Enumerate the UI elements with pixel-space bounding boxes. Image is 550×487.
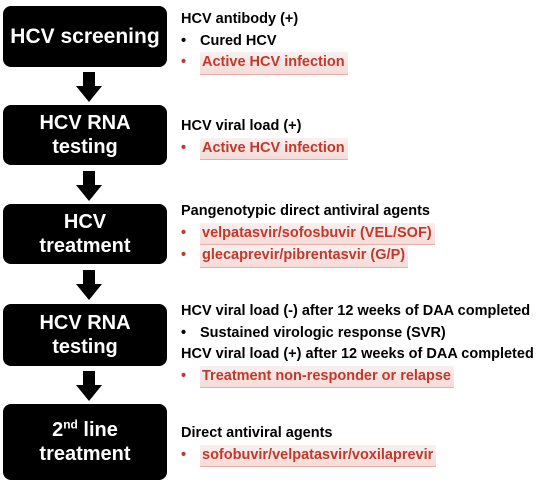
step-label-line-2: testing [52, 136, 118, 158]
ordinal-number: 2 [52, 419, 64, 441]
step-label-line-1: 2nd line [39, 418, 130, 442]
list-item-text: sofobuvir/velpatasvir/voxilaprevir [200, 444, 437, 467]
info-block-rna-testing-2: HCV viral load (-) after 12 weeks of DAA… [181, 301, 549, 388]
arrow-down-icon [76, 270, 102, 300]
info-heading: HCV viral load (+) [181, 118, 302, 134]
list-item: • Treatment non-responder or relapse [181, 365, 549, 388]
bullet-icon: • [181, 32, 187, 49]
step-label: HCV screening [10, 24, 160, 48]
list-item-text: Sustained virologic response (SVR) [200, 324, 446, 341]
bullet-icon: • [181, 247, 187, 263]
info-heading: Direct antiviral agents [181, 425, 333, 441]
list-item-text: velpatasvir/sofosbuvir (VEL/SOF) [200, 222, 435, 245]
step-label-line-1: HCV RNA [39, 312, 131, 334]
list-item: • sofobuvir/velpatasvir/voxilaprevir [181, 444, 549, 467]
list-item-text: glecaprevir/pibrentasvir (G/P) [200, 245, 409, 268]
arrow-down-icon [76, 371, 102, 401]
list-item: • Active HCV infection [181, 137, 549, 160]
step-label-line-2: testing [52, 336, 118, 358]
list-item: • Active HCV infection [181, 52, 549, 75]
bullet-icon: • [181, 54, 187, 70]
list-item: • Cured HCV [181, 31, 549, 53]
step-label-line-1: HCV RNA [39, 112, 131, 134]
step-label-line-1: HCV [63, 211, 107, 233]
info-heading: Pangenotypic direct antiviral agents [181, 203, 430, 219]
step-box-hcv-screening: HCV screening [3, 6, 167, 67]
list-item-text: Active HCV infection [200, 137, 348, 160]
step-box-hcv-rna-testing-2: HCV RNA testing [3, 304, 167, 366]
step-label-line-2: treatment [39, 235, 131, 257]
step-box-hcv-rna-testing-1: HCV RNA testing [3, 105, 167, 165]
list-item: • Sustained virologic response (SVR) [181, 323, 549, 345]
arrow-down-icon [76, 171, 102, 201]
ordinal-suffix: nd [63, 417, 78, 432]
list-item: • glecaprevir/pibrentasvir (G/P) [181, 245, 549, 268]
arrow-down-icon [76, 72, 102, 102]
info-heading: HCV viral load (-) after 12 weeks of DAA… [181, 303, 531, 319]
bullet-icon: • [181, 446, 187, 463]
info-block-rna-testing-1: HCV viral load (+) • Active HCV infectio… [181, 116, 549, 160]
bullet-icon: • [181, 224, 187, 241]
list-item-text: Cured HCV [200, 32, 277, 49]
info-heading-2: HCV viral load (+) after 12 weeks of DAA… [181, 346, 534, 362]
bullet-icon: • [181, 367, 187, 384]
list-item-text: Active HCV infection [200, 52, 348, 75]
step-label-line-2: treatment [39, 443, 131, 465]
bullet-icon: • [181, 139, 187, 156]
list-item: • velpatasvir/sofosbuvir (VEL/SOF) [181, 222, 549, 245]
list-item-text: Treatment non-responder or relapse [200, 365, 454, 388]
ordinal-rest: line [77, 419, 118, 441]
info-block-treatment: Pangenotypic direct antiviral agents • v… [181, 201, 549, 268]
info-block-screening: HCV antibody (+) • Cured HCV • Active HC… [181, 9, 549, 75]
step-box-hcv-treatment: HCV treatment [3, 204, 167, 264]
step-box-2nd-line-treatment: 2nd line treatment [3, 404, 167, 480]
info-heading: HCV antibody (+) [181, 11, 299, 27]
bullet-icon: • [181, 324, 187, 341]
info-block-2nd-line: Direct antiviral agents • sofobuvir/velp… [181, 423, 549, 467]
